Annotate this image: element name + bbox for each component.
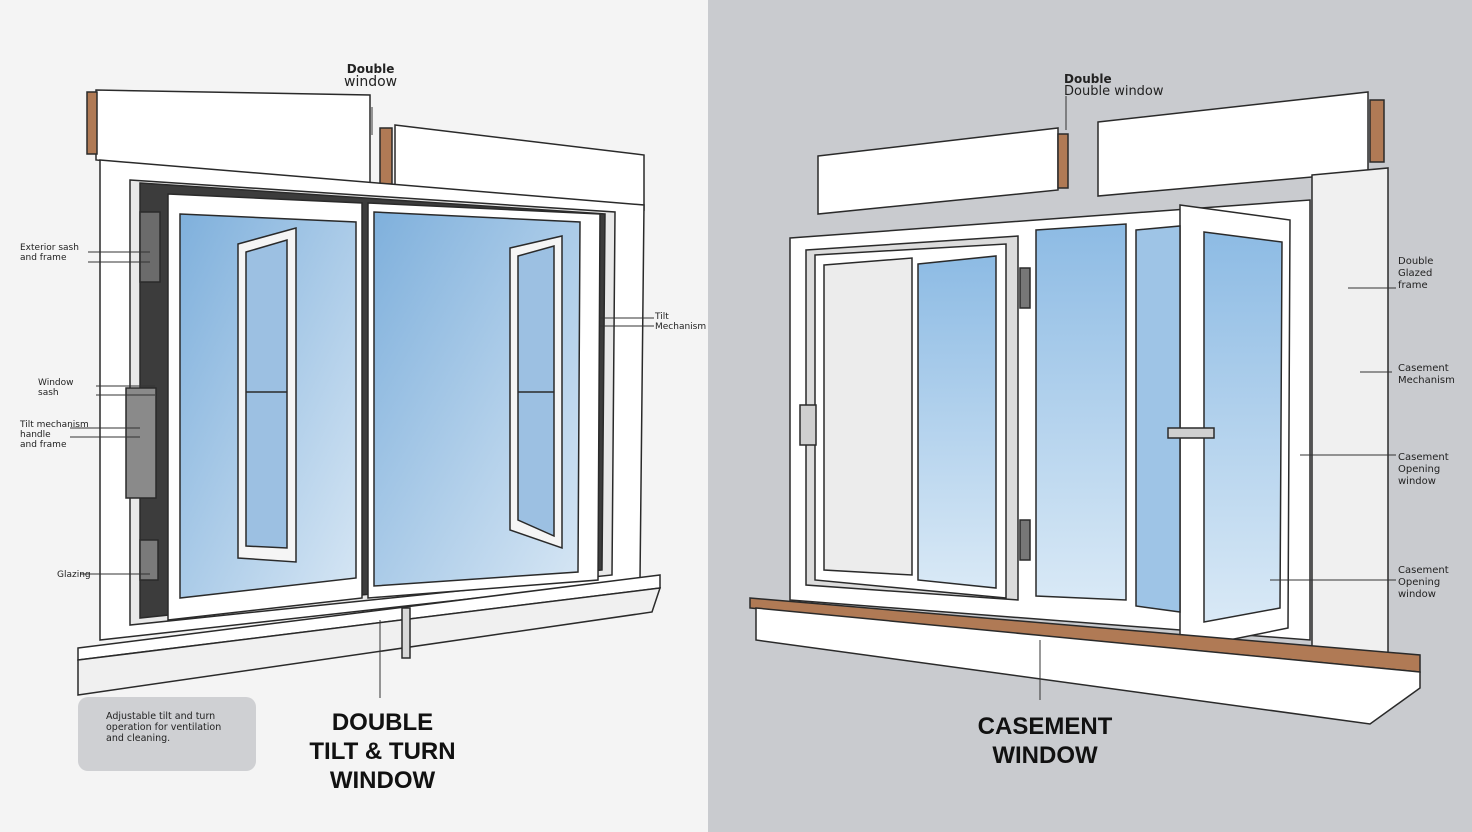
open-sash-glass [1203,231,1283,623]
label-line: Casement [1398,452,1449,463]
label-line: Window [38,378,74,388]
top-label-left: Double window [344,62,398,90]
right-leader-lines [1039,96,1396,700]
middle-glass-r [1035,223,1127,601]
label-line: Mechanism [655,322,707,332]
label-window-sash: Window sash [38,378,74,398]
label-glazing: Glazing [57,570,91,580]
left-leader-lines [70,107,654,698]
title-right: CASEMENT WINDOW [960,712,1130,770]
left-glass-r [917,255,997,589]
label-line: handle [20,430,51,440]
wood-block-center [379,127,393,185]
title-line: DOUBLE [331,709,434,736]
title-line: WINDOW [329,767,436,794]
label-line: Glazing [57,570,91,580]
label-double-glazed: Double Glazed frame [1398,256,1433,292]
title-line: WINDOW [992,742,1098,769]
label-line: Tilt [655,312,669,322]
hinge-top [139,211,161,283]
label-casement-opening-2: Casement Opening window [1398,565,1449,601]
note-text: Adjustable tilt and turn operation for v… [106,711,221,744]
label-line: Opening [1398,577,1441,588]
wood-block-r1 [1057,133,1069,189]
label-line: Glazed [1398,268,1433,279]
wood-block-left [86,91,98,155]
label-exterior-sash: Exterior sash and frame [20,243,79,263]
top-label-right-line1: Double [1064,72,1112,86]
label-line: Casement [1398,363,1449,374]
note-line: operation for ventilation [106,722,222,733]
top-label-right-line2: Double window [1064,84,1164,99]
label-line: and frame [20,440,67,450]
top-label-left-line1: Double [346,62,395,76]
note-box: Adjustable tilt and turn operation for v… [78,697,256,771]
head-board-left-r [817,127,1059,215]
label-line: Mechanism [1398,375,1455,386]
title-left: DOUBLE TILT & TURN WINDOW [300,708,465,795]
title-line: CASEMENT [977,713,1113,740]
label-tilt-handle: Tilt mechanism handle and frame [20,420,89,450]
wood-block-r2 [1369,99,1385,163]
note-line: Adjustable tilt and turn [106,711,216,722]
handle-r2 [1167,427,1215,439]
label-line: Tilt mechanism [20,420,89,430]
label-tilt-mechanism: Tilt Mechanism [655,312,706,332]
label-line: Casement [1398,565,1449,576]
top-label-right: Double Double window [1064,72,1164,100]
note-line: and cleaning. [106,733,171,744]
label-casement-opening-1: Casement Opening window [1398,452,1449,488]
handle-r1 [799,404,817,446]
label-line: sash [38,388,59,398]
top-label-left-line2: window [344,74,398,90]
label-line: Opening [1398,464,1441,475]
label-line: and frame [20,253,67,263]
casement-window [749,91,1421,725]
tilt-turn-window [77,89,662,696]
label-line: Exterior sash [20,243,79,253]
wall-right [1311,167,1389,661]
label-line: Double [1398,256,1434,267]
label-line: frame [1398,280,1428,291]
handle-mech [125,387,157,499]
label-casement-mechanism: Casement Mechanism [1398,363,1455,387]
title-line: TILT & TURN [309,738,456,765]
label-line: window [1398,476,1436,487]
label-line: window [1398,589,1436,600]
